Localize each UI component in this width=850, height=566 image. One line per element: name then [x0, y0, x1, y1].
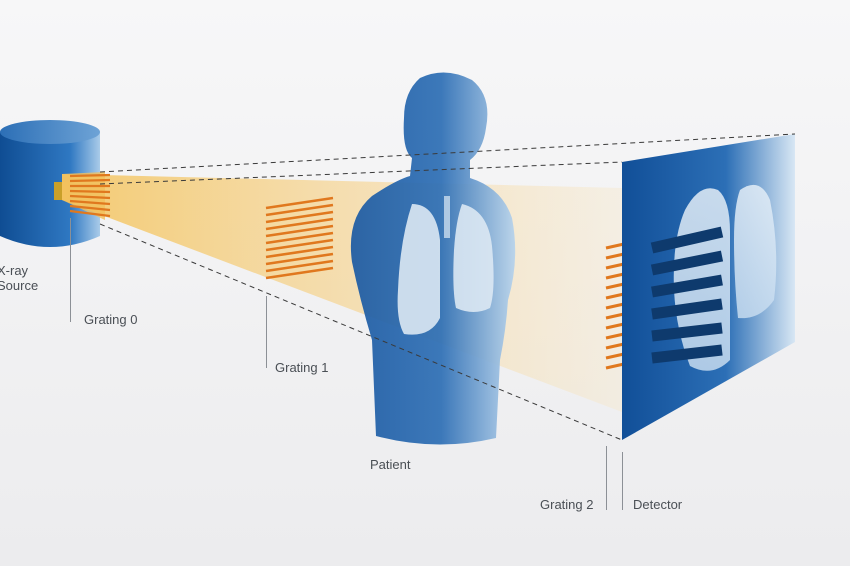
grating-1-leader	[266, 296, 267, 368]
detector-icon	[622, 134, 795, 440]
xray-source-label-line1: X-ray	[0, 263, 29, 278]
grating-1-icon	[265, 196, 334, 280]
xray-source-icon	[0, 120, 100, 247]
grating-0-label: Grating 0	[84, 312, 138, 327]
detector-label: Detector	[633, 497, 683, 512]
xray-source-label-line2: Source	[0, 278, 39, 293]
detector-leader	[622, 452, 623, 510]
patient-label: Patient	[370, 457, 411, 472]
xray-beam	[62, 172, 622, 412]
projection-lines	[99, 133, 796, 441]
grating-2-icon	[605, 242, 625, 370]
xray-source-label: X-ray Source	[0, 263, 38, 293]
grating-0-icon	[69, 173, 111, 218]
grating-1-label: Grating 1	[275, 360, 329, 375]
grating-2-leader	[606, 446, 607, 510]
grating-2-label: Grating 2	[540, 497, 594, 512]
patient-icon	[350, 72, 516, 445]
grating-0-leader	[70, 218, 71, 322]
